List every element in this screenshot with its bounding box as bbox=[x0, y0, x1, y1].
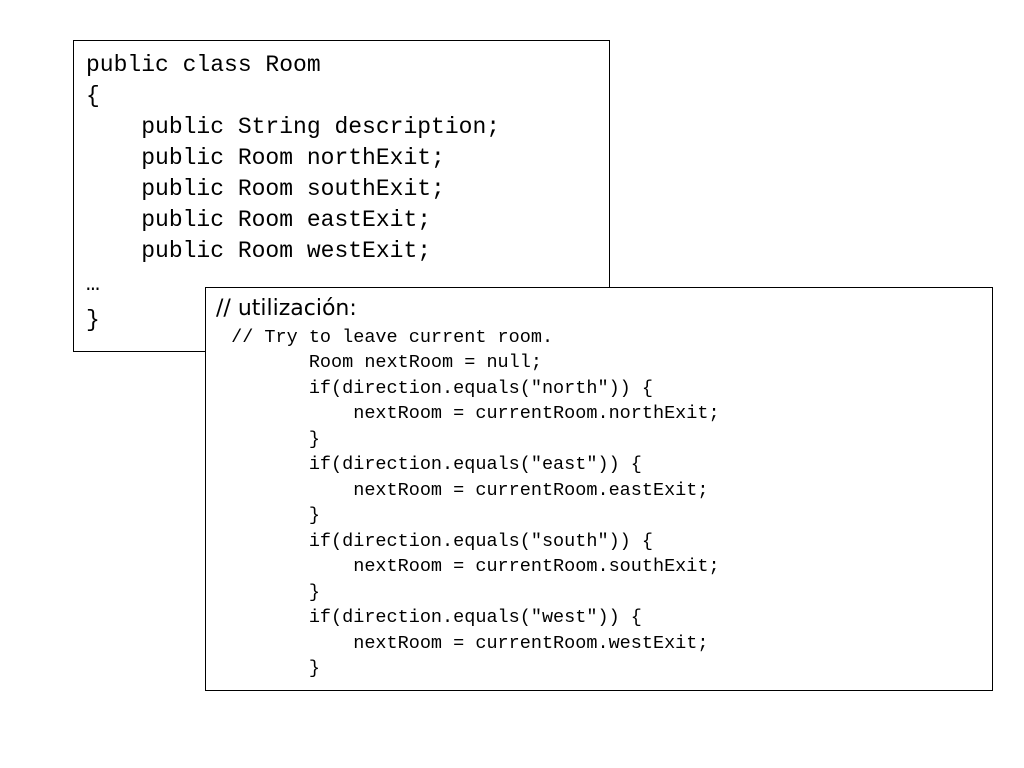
code-line: public Room southExit; bbox=[86, 176, 445, 202]
code-line: public class Room bbox=[86, 52, 321, 78]
code-line: public Room northExit; bbox=[86, 145, 445, 171]
code-line: } bbox=[86, 307, 100, 333]
code-line: public Room eastExit; bbox=[86, 207, 432, 233]
code-line: public Room westExit; bbox=[86, 238, 432, 264]
code-line: if(direction.equals("north")) { bbox=[220, 378, 653, 399]
code-line: Room nextRoom = null; bbox=[220, 352, 542, 373]
code-line: } bbox=[220, 505, 320, 526]
code-line: if(direction.equals("south")) { bbox=[220, 531, 653, 552]
code-line: } bbox=[220, 429, 320, 450]
code-line: nextRoom = currentRoom.eastExit; bbox=[220, 480, 709, 501]
code-line: nextRoom = currentRoom.northExit; bbox=[220, 403, 720, 424]
code-line: } bbox=[220, 582, 320, 603]
usage-code-box: // utilización: // Try to leave current … bbox=[205, 287, 993, 691]
code-line: public String description; bbox=[86, 114, 501, 140]
code-line: // Try to leave current room. bbox=[220, 327, 554, 348]
code-line: if(direction.equals("east")) { bbox=[220, 454, 642, 475]
code-line: nextRoom = currentRoom.southExit; bbox=[220, 556, 720, 577]
code-line: { bbox=[86, 83, 100, 109]
usage-title: // utilización: bbox=[216, 296, 357, 321]
code-line: … bbox=[86, 271, 100, 297]
code-line: nextRoom = currentRoom.westExit; bbox=[220, 633, 709, 654]
code-line: } bbox=[220, 658, 320, 679]
code-line: if(direction.equals("west")) { bbox=[220, 607, 642, 628]
